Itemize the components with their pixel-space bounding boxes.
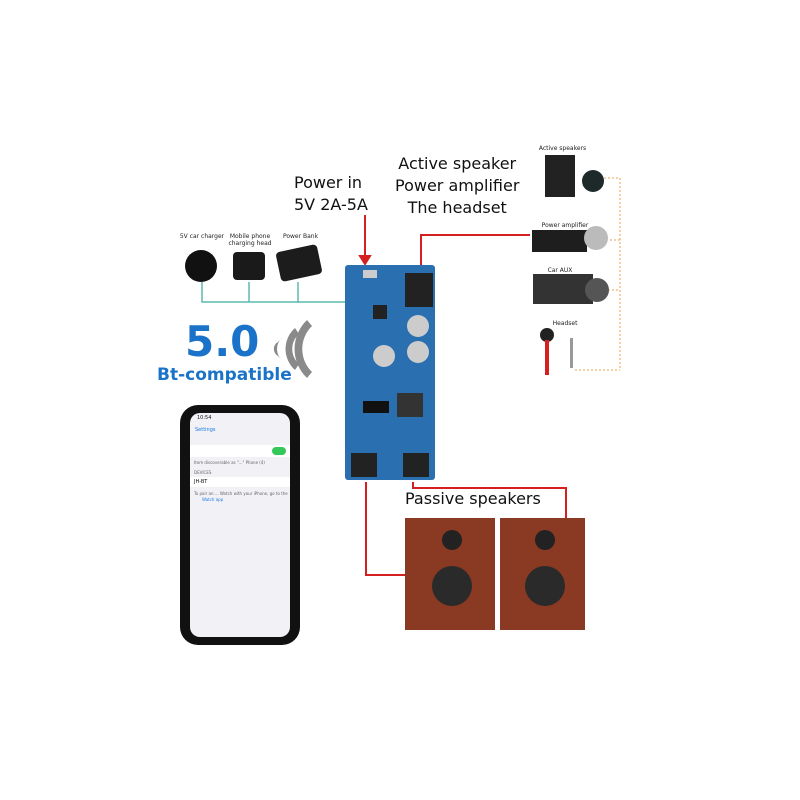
- outputs-line1: Active speaker: [398, 154, 517, 173]
- terminal-left: [351, 453, 377, 477]
- headset-plug: [570, 338, 573, 368]
- car-aux-image: [533, 274, 593, 304]
- terminal-right: [403, 453, 429, 477]
- power-in-label: Power in 5V 2A-5A: [294, 172, 368, 216]
- phone: 10:54 Settings Item discoverable as "...…: [180, 405, 300, 645]
- discoverable-text: Item discoverable as "..." Phone (4): [194, 460, 265, 465]
- bt-label: Bt-compatible: [157, 365, 292, 385]
- power-in-arrow: [358, 215, 372, 266]
- audio-out-line: [420, 234, 530, 282]
- device-dotted-lines: [575, 177, 621, 371]
- device-name: JH-BT: [194, 479, 208, 485]
- amplifier-board: [345, 265, 435, 480]
- outputs-label: Active speaker Power amplifier The heads…: [395, 153, 519, 219]
- speaker-line-left: [365, 482, 405, 576]
- power-in-line1: Power in: [294, 173, 363, 192]
- amp-chip: [363, 401, 389, 413]
- wireless-signal-icon: [273, 320, 312, 378]
- power-in-line2: 5V 2A-5A: [294, 195, 368, 214]
- device-row[interactable]: JH-BT: [190, 477, 290, 487]
- capacitor: [373, 345, 395, 367]
- passive-speaker-left: [405, 518, 495, 630]
- headset-cable: [545, 340, 549, 375]
- settings-back-link[interactable]: Settings: [195, 427, 216, 433]
- headset-image: [540, 328, 554, 342]
- active-speakers-label: Active speakers: [538, 145, 587, 152]
- footer-text: To pair an ... Watch with your iPhone, g…: [194, 491, 288, 496]
- speaker-line-right: [412, 482, 567, 520]
- outputs-line2: Power amplifier: [395, 176, 520, 195]
- car-aux-label: Car AUX: [547, 267, 573, 274]
- phone-charger-label: Mobile phone charging head: [228, 233, 272, 247]
- passive-speaker-right: [500, 518, 585, 630]
- power-bank-label: Power Bank: [282, 233, 319, 240]
- capacitor: [407, 315, 429, 337]
- bt-version: 5.0: [185, 317, 260, 366]
- chip: [373, 305, 387, 319]
- passive-speakers-label: Passive speakers: [405, 489, 541, 508]
- outputs-line3: The headset: [407, 198, 507, 217]
- power-amplifier-image: [532, 230, 587, 252]
- inductor: [397, 393, 423, 417]
- phone-charger-image: [233, 252, 265, 280]
- usb-port: [363, 270, 377, 278]
- phone-time: 10:54: [197, 415, 212, 421]
- phone-screen: 10:54 Settings Item discoverable as "...…: [190, 413, 290, 637]
- car-charger-image: [185, 250, 217, 282]
- bluetooth-row: [190, 445, 290, 457]
- aux-port: [585, 278, 609, 302]
- power-source-lines: [201, 282, 345, 303]
- power-amplifier-label: Power amplifier: [541, 222, 589, 229]
- devices-header: DEVICES: [194, 470, 212, 475]
- capacitor: [407, 341, 429, 363]
- bluetooth-toggle[interactable]: [272, 447, 286, 455]
- rca-ports: [584, 226, 608, 250]
- watch-app-link[interactable]: Watch app: [202, 497, 224, 502]
- car-charger-label: 5V car charger: [179, 233, 225, 240]
- active-speaker-image: [545, 155, 575, 197]
- headset-label: Headset: [552, 320, 578, 327]
- audio-jack: [405, 273, 433, 307]
- active-speaker-port: [582, 170, 604, 192]
